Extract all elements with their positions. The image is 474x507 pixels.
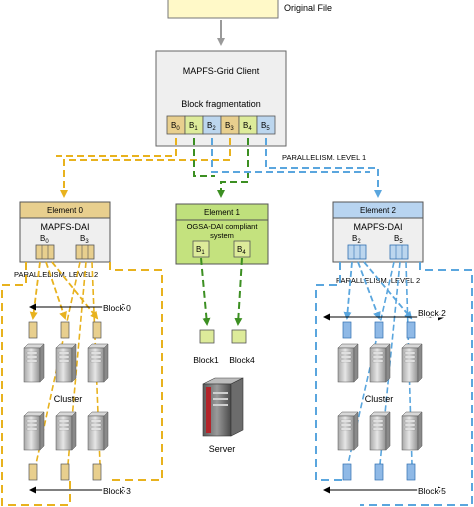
client-block-0: B0 — [166, 115, 186, 135]
element0-header — [19, 201, 111, 219]
tower-right-bottom-1 — [369, 411, 391, 451]
svg-text:B0: B0 — [171, 121, 180, 132]
element2-stack-right — [389, 244, 409, 260]
parallelism-level1-label: PARALLELISM. LEVEL 1 — [282, 153, 366, 162]
block2-label: Block 2 — [418, 308, 446, 318]
cluster-left-towers — [23, 343, 109, 451]
client-block-2: B2 — [202, 115, 222, 135]
block1-label: Block1 — [193, 355, 219, 365]
element1-title-1: OGSA-DAI compliant — [187, 222, 259, 231]
element-0: Element 0 MAPFS-DAI B0 B3 — [19, 201, 111, 263]
element1-header-label: Element 1 — [204, 208, 241, 217]
tower-right-top-0 — [337, 343, 359, 383]
tower-right-bottom-2 — [401, 411, 423, 451]
element0-b-left: B0 — [40, 234, 49, 245]
mapfs-grid-client: MAPFS-Grid Client Block fragmentation B0… — [155, 50, 287, 147]
orange-path-b3 — [60, 138, 231, 198]
block1-box — [199, 329, 215, 344]
green-out-b4 — [234, 257, 243, 326]
client-block-4: B4 — [238, 115, 258, 135]
blue-path-b5 — [265, 138, 382, 198]
client-block-3: B3 — [220, 115, 240, 135]
parallelism-level2-right-label: PARALLELISM. LEVEL 2 — [336, 276, 420, 285]
cluster-right-boundary — [360, 262, 473, 506]
element1-title-2: system — [210, 231, 234, 240]
client-title: MAPFS-Grid Client — [183, 66, 260, 76]
svg-text:B5: B5 — [261, 121, 270, 132]
server-icon — [202, 377, 244, 437]
server: Server — [202, 377, 244, 454]
tower-left-top-2 — [87, 343, 109, 383]
cluster-right-towers — [337, 343, 423, 451]
element1-b-left: B1 — [196, 245, 205, 256]
tower-right-bottom-0 — [337, 411, 359, 451]
client-block-5: B5 — [256, 115, 276, 135]
tower-right-top-2 — [401, 343, 423, 383]
original-file-label: Original File — [284, 3, 332, 13]
cluster-left-boundary-2 — [1, 262, 71, 506]
orange-path-b0 — [56, 138, 177, 157]
element2-stack-left — [347, 244, 367, 260]
original-file-box — [167, 0, 279, 19]
tower-left-bottom-2 — [87, 411, 109, 451]
svg-text:B4: B4 — [243, 121, 252, 132]
cluster-right-label: Cluster — [365, 394, 394, 404]
element-2: Element 2 MAPFS-DAI B2 B5 — [332, 201, 424, 263]
svg-text:B2: B2 — [207, 121, 216, 132]
parallelism-level1-paths: PARALLELISM. LEVEL 1 — [56, 138, 382, 198]
element1-outputs: Block1 Block4 — [193, 257, 255, 365]
tower-left-top-1 — [55, 343, 77, 383]
svg-text:B3: B3 — [225, 121, 234, 132]
element1-header — [175, 203, 269, 221]
tower-left-bottom-1 — [55, 411, 77, 451]
element0-header-label: Element 0 — [47, 206, 84, 215]
cluster-left: PARALLELISM. LEVEL 2 Block 0 Cluster Blo… — [1, 261, 163, 506]
server-label: Server — [209, 444, 236, 454]
cluster-right-boundary-2 — [315, 262, 345, 481]
block3-label: Block 3 — [103, 486, 131, 496]
parallelism-level2-left-label: PARALLELISM. LEVEL 2 — [14, 270, 98, 279]
blue-path-b2 — [211, 138, 370, 173]
block4-box — [231, 329, 247, 344]
element0-stack-right — [75, 244, 95, 260]
element0-title: MAPFS-DAI — [40, 222, 89, 232]
cluster-left-label: Cluster — [54, 394, 83, 404]
block5-label: Block 5 — [418, 486, 446, 496]
element2-header-label: Element 2 — [360, 206, 397, 215]
green-path-b4 — [217, 138, 249, 198]
svg-text:B1: B1 — [189, 121, 198, 132]
original-file: Original File — [167, 0, 332, 19]
client-subtitle: Block fragmentation — [181, 99, 261, 109]
element2-header — [332, 201, 424, 219]
element1-b1-box — [192, 240, 210, 258]
client-block-1: B1 — [184, 115, 204, 135]
element1-b4-box — [233, 240, 251, 258]
cluster-right: PARALLELISM. LEVEL 2 Block 2 Cluster Blo… — [315, 261, 473, 506]
green-path-b1 — [193, 138, 215, 177]
tower-left-bottom-0 — [23, 411, 45, 451]
client-blocks: B0 B1 B2 B3 B4 B5 — [166, 115, 276, 135]
tower-left-top-0 — [23, 343, 45, 383]
element2-title: MAPFS-DAI — [353, 222, 402, 232]
element2-b-left: B2 — [352, 234, 361, 245]
element1-b-right: B4 — [237, 245, 246, 256]
cluster-left-boundary — [109, 262, 163, 481]
tower-right-top-1 — [369, 343, 391, 383]
element-1: Element 1 OGSA-DAI compliant system B1 B… — [175, 203, 269, 265]
element2-b-right: B5 — [394, 234, 403, 245]
element0-b-right: B3 — [80, 234, 89, 245]
block4-label: Block4 — [229, 355, 255, 365]
block0-label: Block 0 — [103, 303, 131, 313]
element0-stack-left — [35, 244, 55, 260]
green-out-b1 — [200, 257, 211, 326]
